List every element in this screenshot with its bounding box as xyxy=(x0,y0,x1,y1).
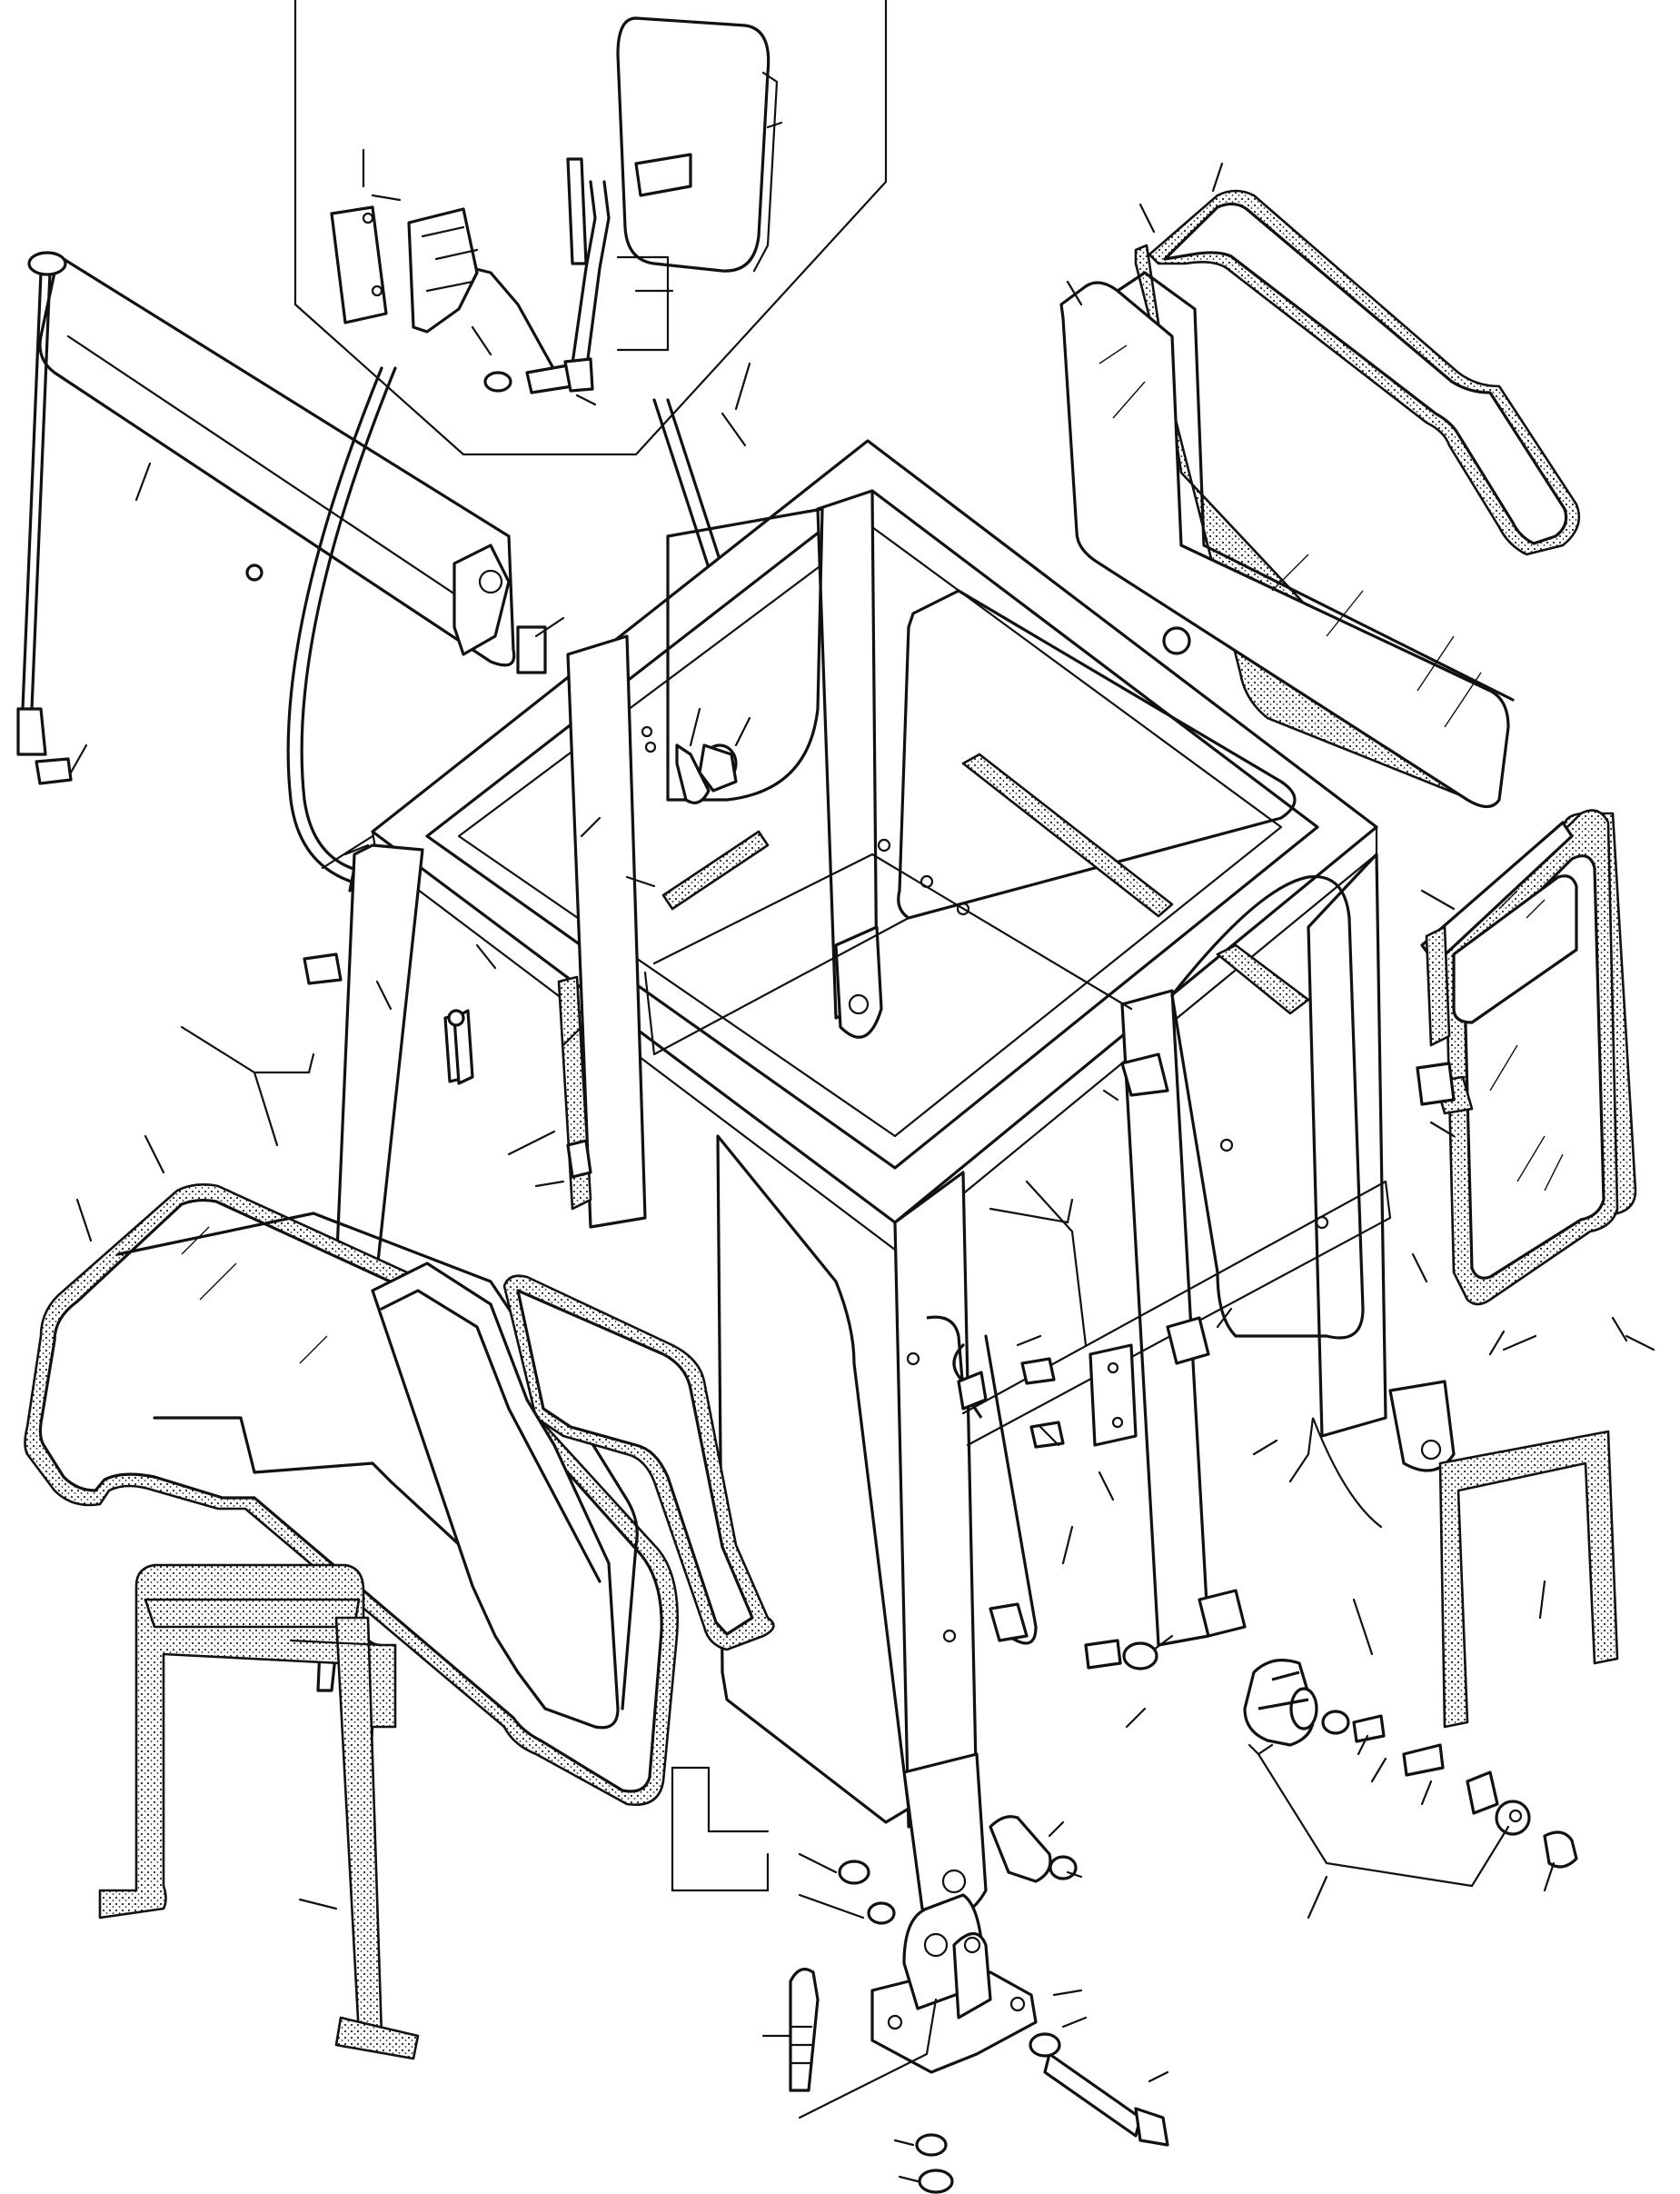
mirror-rod xyxy=(471,157,611,388)
bolts-nuts-washers xyxy=(789,1815,1169,2194)
callout-leaders xyxy=(75,162,1655,2183)
side-window xyxy=(1416,809,1637,1306)
mirror-bracket xyxy=(330,205,479,334)
cab-frame xyxy=(303,439,1456,1919)
rear-view-mirror xyxy=(616,16,779,273)
side-seal-strip xyxy=(1438,1430,1619,1729)
door-seal xyxy=(502,1274,775,1651)
mirror-group xyxy=(293,0,888,456)
door-glass xyxy=(371,1262,620,1730)
windscreen-wiper xyxy=(16,251,565,785)
mounting-bracket xyxy=(870,1893,1038,2074)
front-seal-strip xyxy=(98,1563,420,2060)
roof-window xyxy=(1059,189,1581,809)
bolts-nuts-washers xyxy=(483,357,594,394)
rubber-mount xyxy=(1243,1659,1578,1869)
frame-fasteners xyxy=(447,743,738,1085)
